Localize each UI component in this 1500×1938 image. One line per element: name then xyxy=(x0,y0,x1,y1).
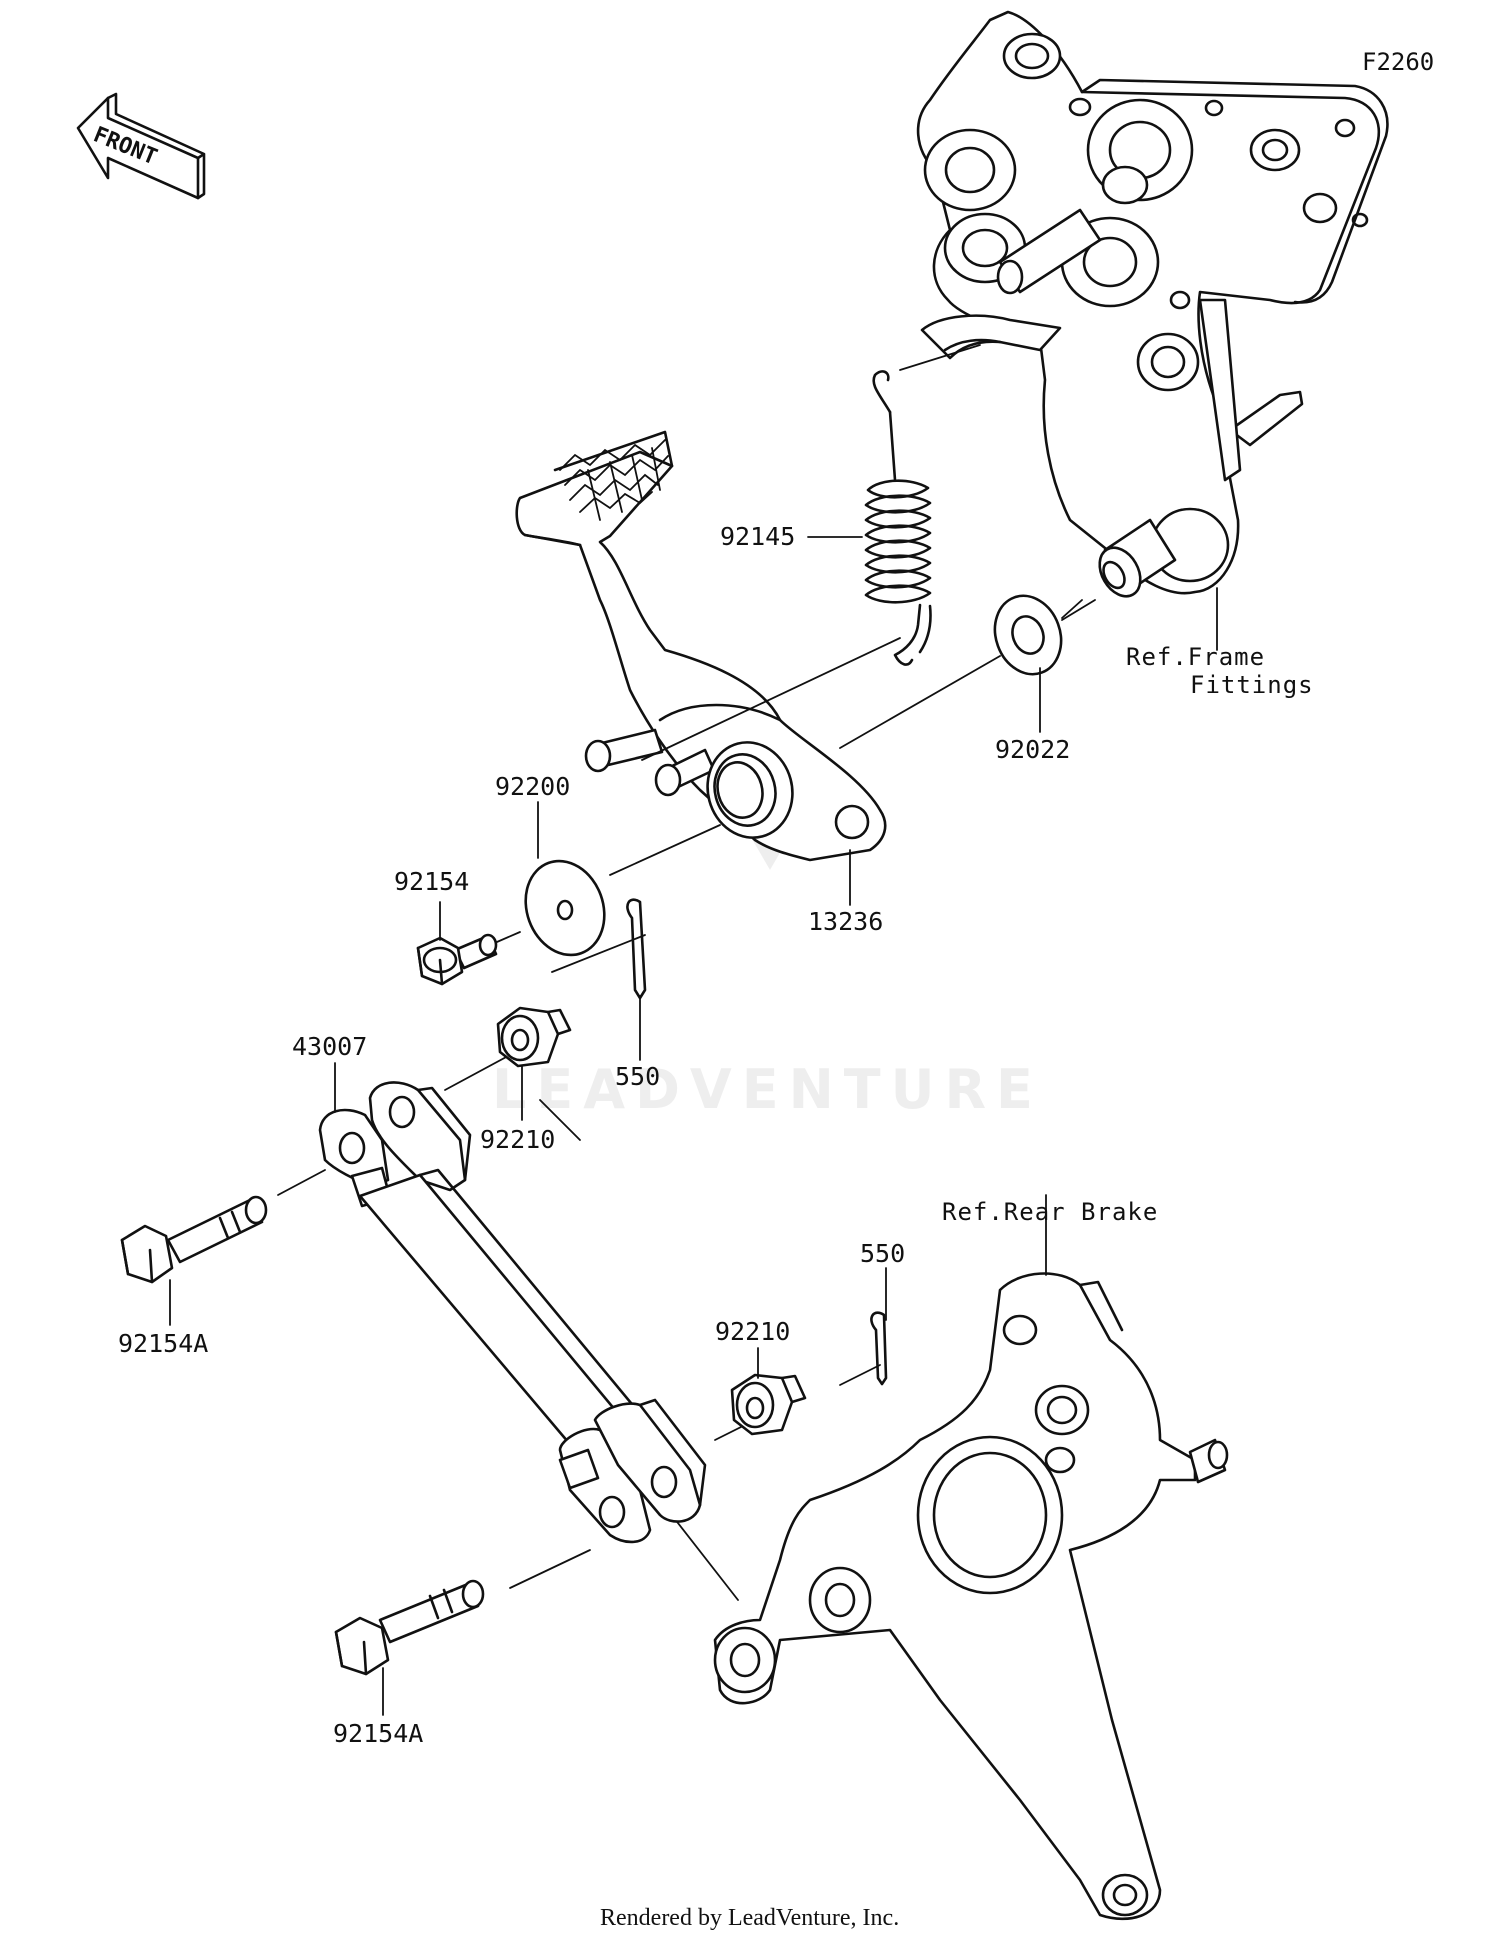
brake-rod xyxy=(318,1081,707,1544)
diagram-code: F2260 xyxy=(1362,48,1434,76)
cotter-pin-upper xyxy=(626,898,647,1000)
callout-92200: 92200 xyxy=(495,772,570,801)
washer-92022 xyxy=(993,594,1096,676)
callout-550-lower: 550 xyxy=(860,1239,905,1268)
bolt-92154 xyxy=(416,933,498,986)
footer-credit: Rendered by LeadVenture, Inc. xyxy=(600,1905,899,1931)
leader-lines xyxy=(169,536,1218,1716)
nut-92210-upper xyxy=(496,1006,572,1068)
brake-pedal xyxy=(515,430,887,862)
bolt-92154A-lower xyxy=(334,1579,485,1676)
callout-92154A-upper: 92154A xyxy=(118,1329,208,1358)
callout-92154A-lower: 92154A xyxy=(333,1719,423,1748)
front-arrow-icon: FRONT xyxy=(76,92,206,200)
nut-92210-lower xyxy=(730,1373,807,1436)
washer-92200 xyxy=(524,859,606,957)
cotter-pin-lower xyxy=(870,1311,888,1386)
rear-brake-lever xyxy=(713,1272,1229,1921)
return-spring xyxy=(864,344,981,666)
bolt-92154A-upper xyxy=(120,1195,268,1284)
callout-13236: 13236 xyxy=(808,907,883,936)
leadventure-watermark: LEADVENTURE xyxy=(492,729,1043,1121)
callout-92210-lower: 92210 xyxy=(715,1317,790,1346)
ref-rear-brake: Ref.Rear Brake xyxy=(942,1198,1158,1226)
callout-550-upper: 550 xyxy=(615,1062,660,1091)
ref-frame-line1: Ref.Frame xyxy=(1126,643,1265,671)
callout-92145: 92145 xyxy=(720,522,795,551)
callout-92022: 92022 xyxy=(995,735,1070,764)
ref-frame-line2: Fittings xyxy=(1190,671,1314,699)
frame-bracket xyxy=(916,10,1389,598)
callout-92154: 92154 xyxy=(394,867,469,896)
watermark-text: LEADVENTURE xyxy=(492,1058,1043,1121)
callout-43007: 43007 xyxy=(292,1032,367,1061)
callout-92210-upper: 92210 xyxy=(480,1125,555,1154)
